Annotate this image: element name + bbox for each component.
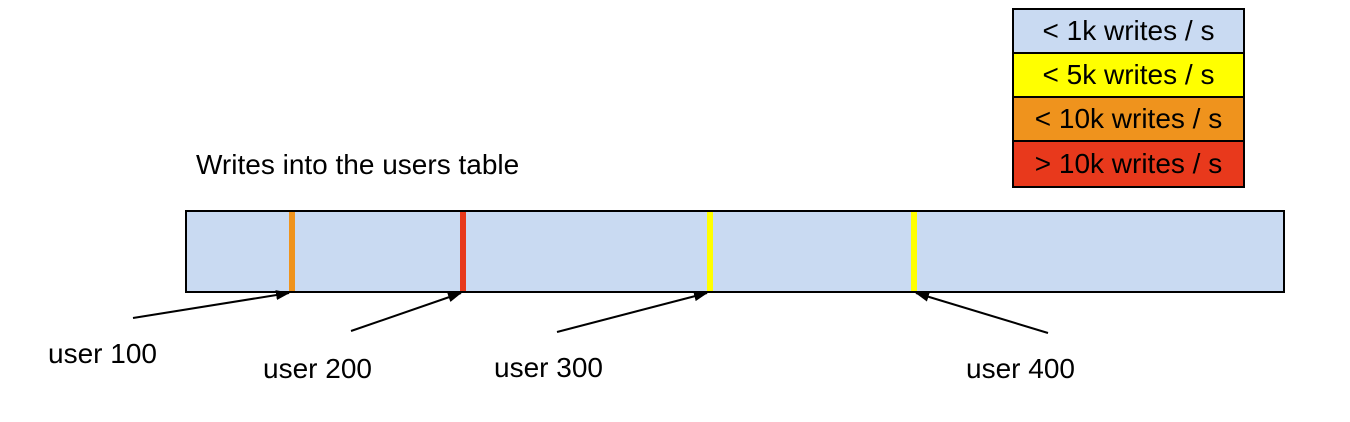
legend-item-lt-10k: < 10k writes / s: [1014, 98, 1243, 142]
arrow-user-100: [132, 290, 290, 319]
arrow-user-300: [556, 291, 708, 333]
write-rate-marker-user-200: [460, 212, 466, 291]
legend-item-lt-1k: < 1k writes / s: [1014, 10, 1243, 54]
legend-item-lt-5k-label: < 5k writes / s: [1042, 59, 1215, 90]
arrow-user-400: [915, 291, 1049, 334]
user-400-label: user 400: [966, 353, 1075, 384]
user-100-label: user 100: [48, 338, 157, 369]
user-200-label: user 200: [263, 353, 372, 384]
write-rate-marker-user-300: [707, 212, 713, 291]
legend-item-lt-5k: < 5k writes / s: [1014, 54, 1243, 98]
legend-item-lt-1k-label: < 1k writes / s: [1042, 15, 1215, 46]
legend-item-gt-10k: > 10k writes / s: [1014, 142, 1243, 186]
write-rate-marker-user-400: [911, 212, 917, 291]
write-rate-legend: < 1k writes / s < 5k writes / s < 10k wr…: [1012, 8, 1245, 188]
user-300-label: user 300: [494, 352, 603, 383]
legend-item-gt-10k-label: > 10k writes / s: [1034, 148, 1223, 179]
legend-item-lt-10k-label: < 10k writes / s: [1034, 103, 1223, 134]
write-rate-marker-user-100: [289, 212, 295, 291]
diagram-title: Writes into the users table: [196, 149, 520, 180]
users-table-bar: [185, 210, 1285, 293]
arrow-user-200: [350, 292, 462, 332]
